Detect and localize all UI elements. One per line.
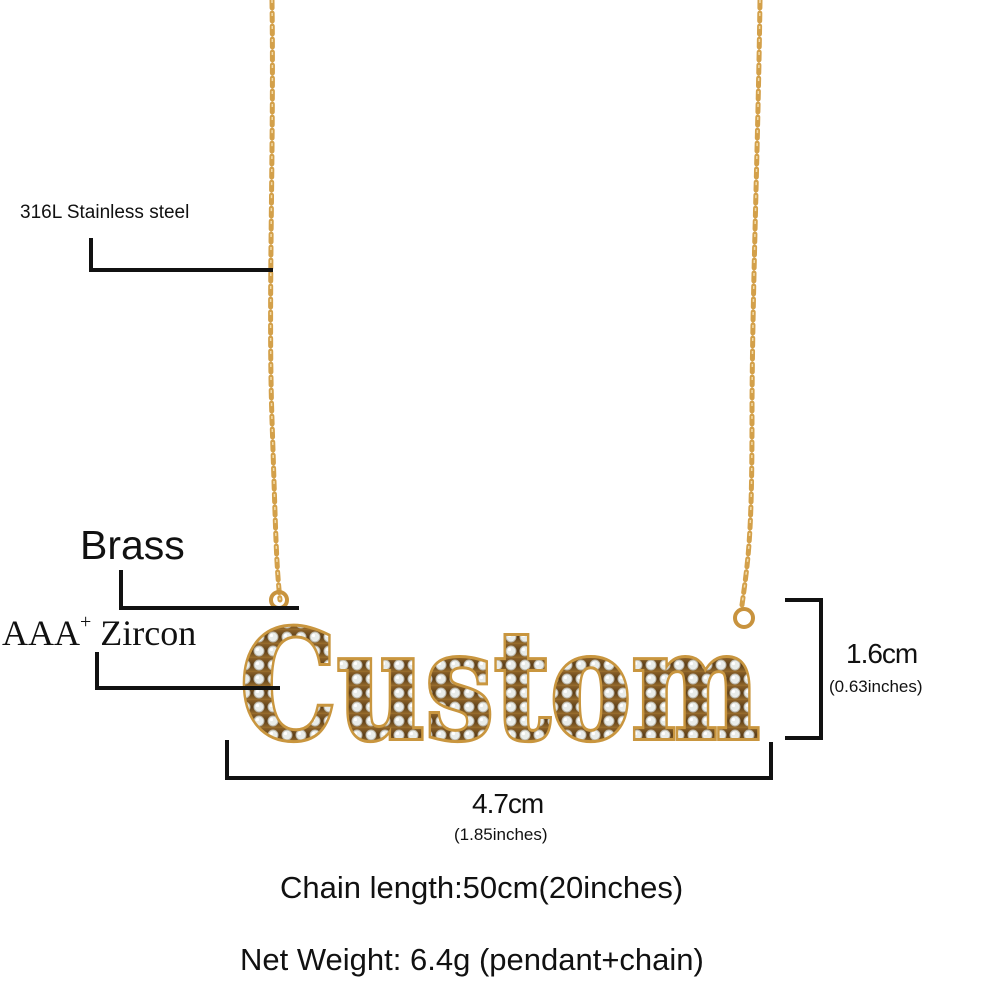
width-cm-label: 4.7cm — [472, 788, 544, 819]
height-inch-label: (0.63inches) — [829, 677, 923, 696]
stone-grade: AAA — [2, 613, 80, 653]
width-bracket-right — [769, 742, 773, 780]
zircon-leader-horizontal — [95, 686, 280, 690]
right-chain — [733, 0, 763, 629]
stone-grade-superscript: + — [80, 611, 92, 633]
stone-name: Zircon — [100, 613, 197, 653]
width-bracket-horizontal — [225, 776, 773, 780]
brass-leader-vertical — [119, 570, 123, 610]
stone-label: AAA+ Zircon — [2, 611, 197, 654]
height-cm-label: 1.6cm — [846, 638, 918, 669]
net-weight-spec: Net Weight: 6.4g (pendant+chain) — [240, 942, 704, 977]
pendant-lettering: Custom — [240, 598, 760, 774]
custom-name-pendant: Custom — [237, 595, 763, 777]
chain-material-leader-vertical — [89, 238, 93, 272]
pendant-material-label: Brass — [80, 522, 185, 568]
chain-material-leader-horizontal — [89, 268, 273, 272]
left-chain — [268, 0, 289, 610]
zircon-leader-vertical — [95, 652, 99, 690]
height-bracket-vertical — [819, 598, 823, 740]
width-bracket-left — [225, 740, 229, 780]
height-bracket-top — [785, 598, 823, 602]
height-bracket-bottom — [785, 736, 823, 740]
chain-material-label: 316L Stainless steel — [20, 202, 190, 223]
width-inch-label: (1.85inches) — [454, 825, 548, 844]
chain-length-spec: Chain length:50cm(20inches) — [280, 870, 684, 905]
brass-leader-horizontal — [119, 606, 299, 610]
